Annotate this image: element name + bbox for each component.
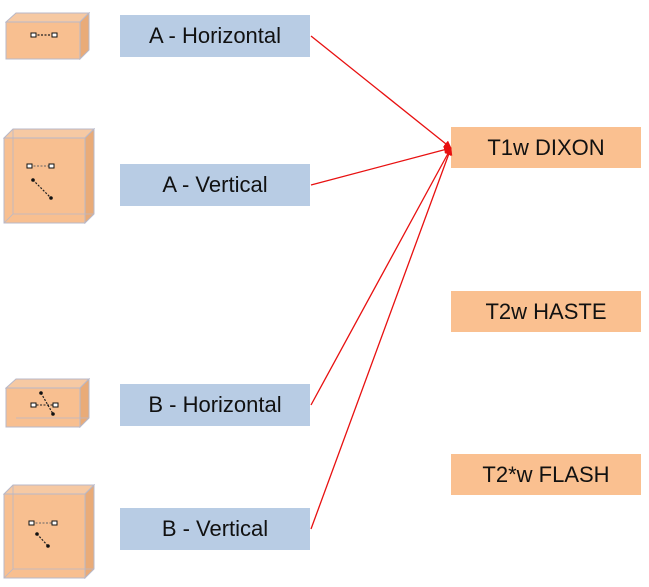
connector-a-horizontal xyxy=(310,35,452,149)
phantom-b-horizontal-icon xyxy=(5,378,90,428)
source-box-a-vertical: A - Vertical xyxy=(120,164,310,206)
connector-b-vertical xyxy=(310,147,453,530)
target-box-t2star-flash: T2*w FLASH xyxy=(451,454,641,495)
phantom-a-vertical-icon xyxy=(3,128,95,224)
target-box-t2w-haste: T2w HASTE xyxy=(451,291,641,332)
source-box-b-horizontal: B - Horizontal xyxy=(120,384,310,426)
connector-b-horizontal xyxy=(310,147,452,406)
source-box-b-vertical: B - Vertical xyxy=(120,508,310,550)
phantom-b-vertical-icon xyxy=(3,484,95,579)
source-box-a-horizontal: A - Horizontal xyxy=(120,15,310,57)
phantom-a-horizontal-icon xyxy=(5,12,90,60)
target-box-t1w-dixon: T1w DIXON xyxy=(451,127,641,168)
connector-a-vertical xyxy=(310,146,452,186)
